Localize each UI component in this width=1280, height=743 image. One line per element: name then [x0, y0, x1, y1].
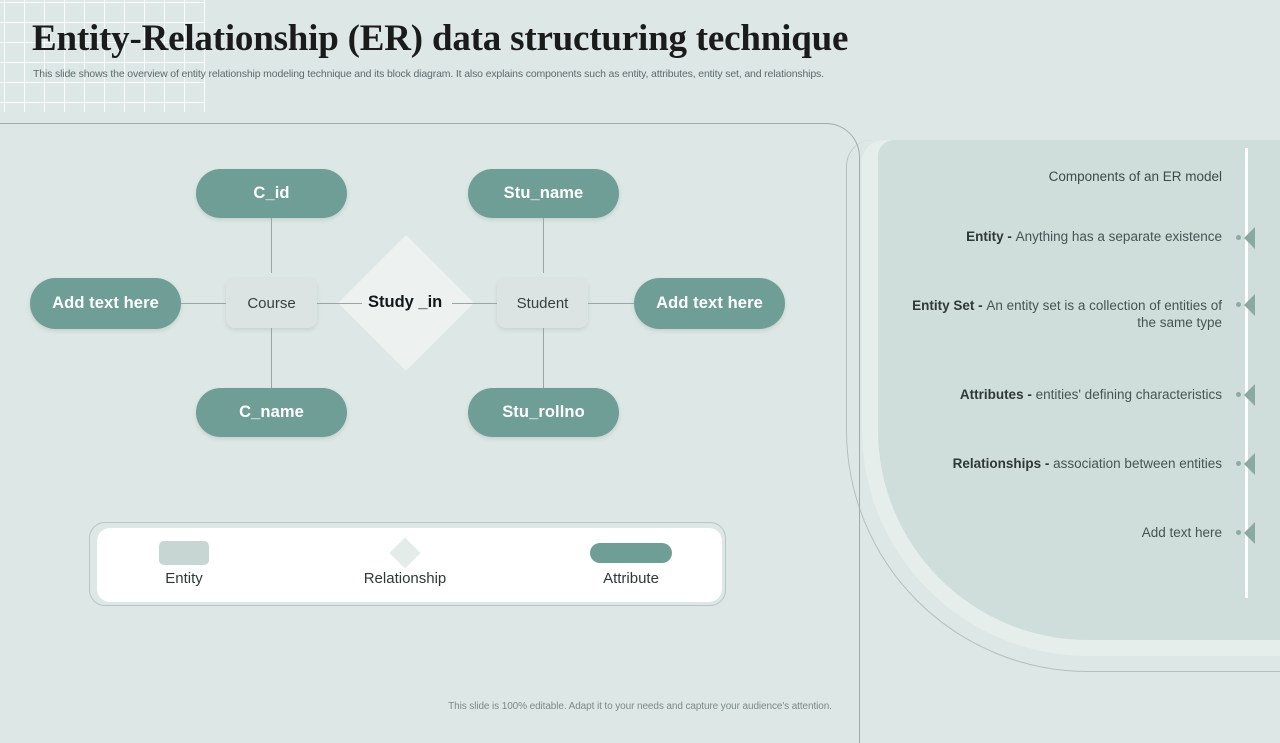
attribute-pill-icon — [590, 543, 672, 563]
legend-outline — [89, 522, 726, 606]
marker-triangle-icon — [1244, 522, 1255, 544]
legend-swatch-wrap — [320, 537, 490, 569]
page-title: Entity-Relationship (ER) data structurin… — [32, 18, 849, 59]
connector-cid-course — [271, 218, 272, 273]
component-marker-relationships — [1236, 453, 1260, 475]
marker-dot-icon — [1236, 461, 1241, 466]
component-row-placeholder: Add text here — [892, 524, 1222, 541]
component-row-attributes: Attributes - entities' defining characte… — [892, 386, 1222, 403]
component-term: Attributes - — [959, 387, 1036, 402]
marker-triangle-icon — [1244, 384, 1255, 406]
connector-course-cname — [271, 328, 272, 388]
component-row-entity: Entity - Anything has a separate existen… — [892, 228, 1222, 245]
connector-study-student — [452, 303, 497, 304]
marker-dot-icon — [1236, 530, 1241, 535]
component-row-entity-set: Entity Set - An entity set is a collecti… — [892, 297, 1222, 331]
connector-course-study — [317, 303, 362, 304]
marker-triangle-icon — [1244, 294, 1255, 316]
attribute-pill-stu-rollno[interactable]: Stu_rollno — [468, 388, 619, 437]
legend-label-entity: Entity — [165, 570, 203, 587]
legend-label-relationship: Relationship — [363, 570, 447, 587]
components-heading: Components of an ER model — [1048, 169, 1222, 184]
attribute-pill-right-placeholder[interactable]: Add text here — [634, 278, 785, 329]
component-desc: association between entities — [1053, 456, 1222, 471]
attribute-label-c-id: C_id — [253, 184, 290, 202]
attribute-pill-c-id[interactable]: C_id — [196, 169, 347, 218]
component-row-relationships: Relationships - association between enti… — [892, 455, 1222, 472]
entity-box-course[interactable]: Course — [226, 278, 317, 328]
legend-swatch-wrap — [99, 540, 269, 566]
marker-dot-icon — [1236, 302, 1241, 307]
er-diagram: Study _in Course Student C_id C_name Stu… — [0, 123, 872, 523]
attribute-label-left-placeholder: Add text here — [52, 294, 159, 312]
component-term: Entity Set - — [912, 298, 987, 313]
relationship-diamond-icon — [389, 537, 421, 569]
legend: Entity Relationship Attribute — [97, 528, 722, 602]
entity-label-course: Course — [247, 294, 296, 312]
connector-stuname-student — [543, 218, 544, 273]
component-marker-entity — [1236, 227, 1260, 249]
entity-label-student: Student — [516, 294, 569, 312]
component-term: Entity - — [966, 229, 1016, 244]
connector-student-sturollno — [543, 328, 544, 388]
entity-rect-icon — [159, 541, 209, 565]
footer-note: This slide is 100% editable. Adapt it to… — [448, 701, 832, 712]
entity-box-student[interactable]: Student — [497, 278, 588, 328]
legend-item-attribute[interactable]: Attribute — [546, 540, 716, 587]
legend-item-entity[interactable]: Entity — [99, 540, 269, 587]
connector-student-right-extra — [588, 303, 634, 304]
legend-item-relationship[interactable]: Relationship — [320, 537, 490, 587]
component-marker-placeholder — [1236, 522, 1260, 544]
legend-label-attribute: Attribute — [603, 570, 659, 587]
component-marker-attributes — [1236, 384, 1260, 406]
diagram-panel — [0, 123, 860, 743]
attribute-label-c-name: C_name — [239, 403, 304, 421]
attribute-pill-left-placeholder[interactable]: Add text here — [30, 278, 181, 329]
component-desc: Add text here — [1141, 525, 1222, 540]
page-subtitle: This slide shows the overview of entity … — [33, 68, 824, 80]
attribute-label-right-placeholder: Add text here — [656, 294, 763, 312]
marker-triangle-icon — [1244, 453, 1255, 475]
component-desc: Anything has a separate existence — [1015, 229, 1222, 244]
marker-triangle-icon — [1244, 227, 1255, 249]
relationship-label-study-in: Study _in — [368, 293, 443, 311]
slide-header: Entity-Relationship (ER) data structurin… — [0, 0, 1280, 112]
attribute-label-stu-rollno: Stu_rollno — [502, 403, 585, 421]
attribute-pill-c-name[interactable]: C_name — [196, 388, 347, 437]
legend-swatch-wrap — [546, 540, 716, 566]
attribute-pill-stu-name[interactable]: Stu_name — [468, 169, 619, 218]
component-term: Relationships - — [952, 456, 1054, 471]
components-panel — [878, 140, 1280, 640]
component-desc: An entity set is a collection of entitie… — [986, 298, 1222, 330]
marker-dot-icon — [1236, 235, 1241, 240]
components-rail-divider — [1245, 148, 1248, 598]
component-marker-entity-set — [1236, 294, 1260, 316]
attribute-label-stu-name: Stu_name — [503, 184, 584, 202]
connector-left-extra-course — [181, 303, 226, 304]
marker-dot-icon — [1236, 392, 1241, 397]
component-desc: entities' defining characteristics — [1035, 387, 1222, 402]
